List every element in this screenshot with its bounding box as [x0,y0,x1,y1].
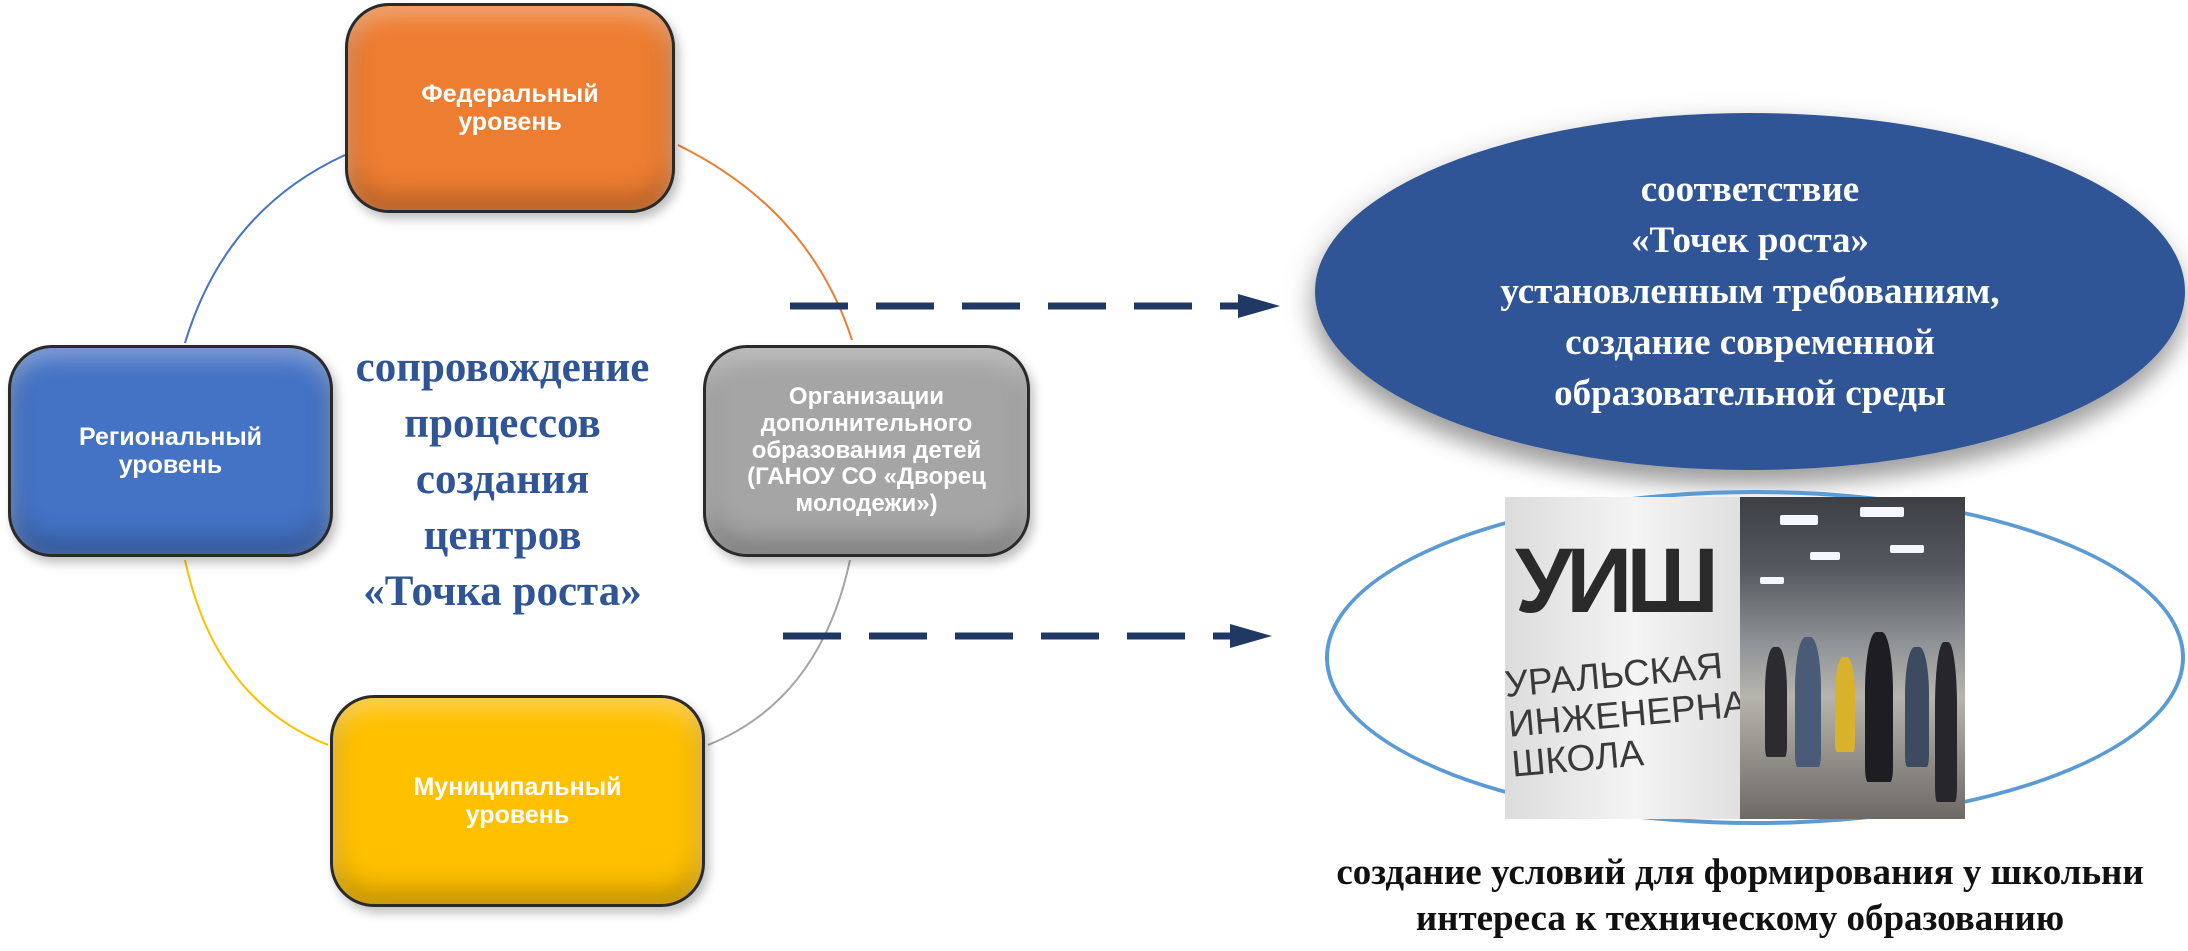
regional-level-label: Региональный уровень [78,423,263,479]
regional-level-node: Региональный уровень [8,345,333,557]
photo-person [1835,657,1855,752]
photo-lamp [1780,515,1818,525]
connector-regional-to-federal [184,154,346,344]
photo-lamp [1810,552,1840,560]
municipal-level-label: Муниципальный уровень [413,773,622,829]
photo-ellipse [1325,490,2185,825]
connector-municipal-to-regional [184,559,329,746]
photo-lamp [1890,545,1924,553]
dashed-arrow-top-head [1238,294,1280,318]
photo-hall [1740,497,1965,819]
school-photo: УИШ УРАЛЬСКАЯ ИНЖЕНЕРНАЯ ШКОЛА [1505,497,1965,819]
municipal-level-node: Муниципальный уровень [330,695,705,907]
photo-lamp [1860,507,1904,517]
organizations-label: Организации дополнительного образования … [747,382,986,518]
photo-person [1765,647,1787,757]
requirements-text: соответствие «Точек роста» установленным… [1500,169,2000,414]
banner-logo: УИШ [1515,530,1719,632]
federal-level-label: Федеральный уровень [421,80,599,136]
photo-banner: УИШ УРАЛЬСКАЯ ИНЖЕНЕРНАЯ ШКОЛА [1505,497,1775,819]
banner-text: УРАЛЬСКАЯ ИНЖЕНЕРНАЯ ШКОЛА [1505,644,1776,785]
federal-level-node: Федеральный уровень [345,3,675,213]
photo-person [1905,647,1929,767]
connector-federal-to-organizations [677,144,853,341]
dashed-arrow-bottom-head [1230,624,1272,648]
organizations-node: Организации дополнительного образования … [703,345,1030,557]
photo-person [1795,637,1821,767]
cycle-center-text: сопровождение процессов создания центров… [355,344,650,615]
requirements-ellipse: соответствие «Точек роста» установленным… [1315,113,2185,470]
photo-person [1935,642,1957,802]
photo-person [1865,632,1893,782]
photo-lamp [1760,577,1784,584]
outcome-caption: создание условий для формирования у школ… [1336,852,2144,939]
connector-organizations-to-municipal [707,559,851,746]
